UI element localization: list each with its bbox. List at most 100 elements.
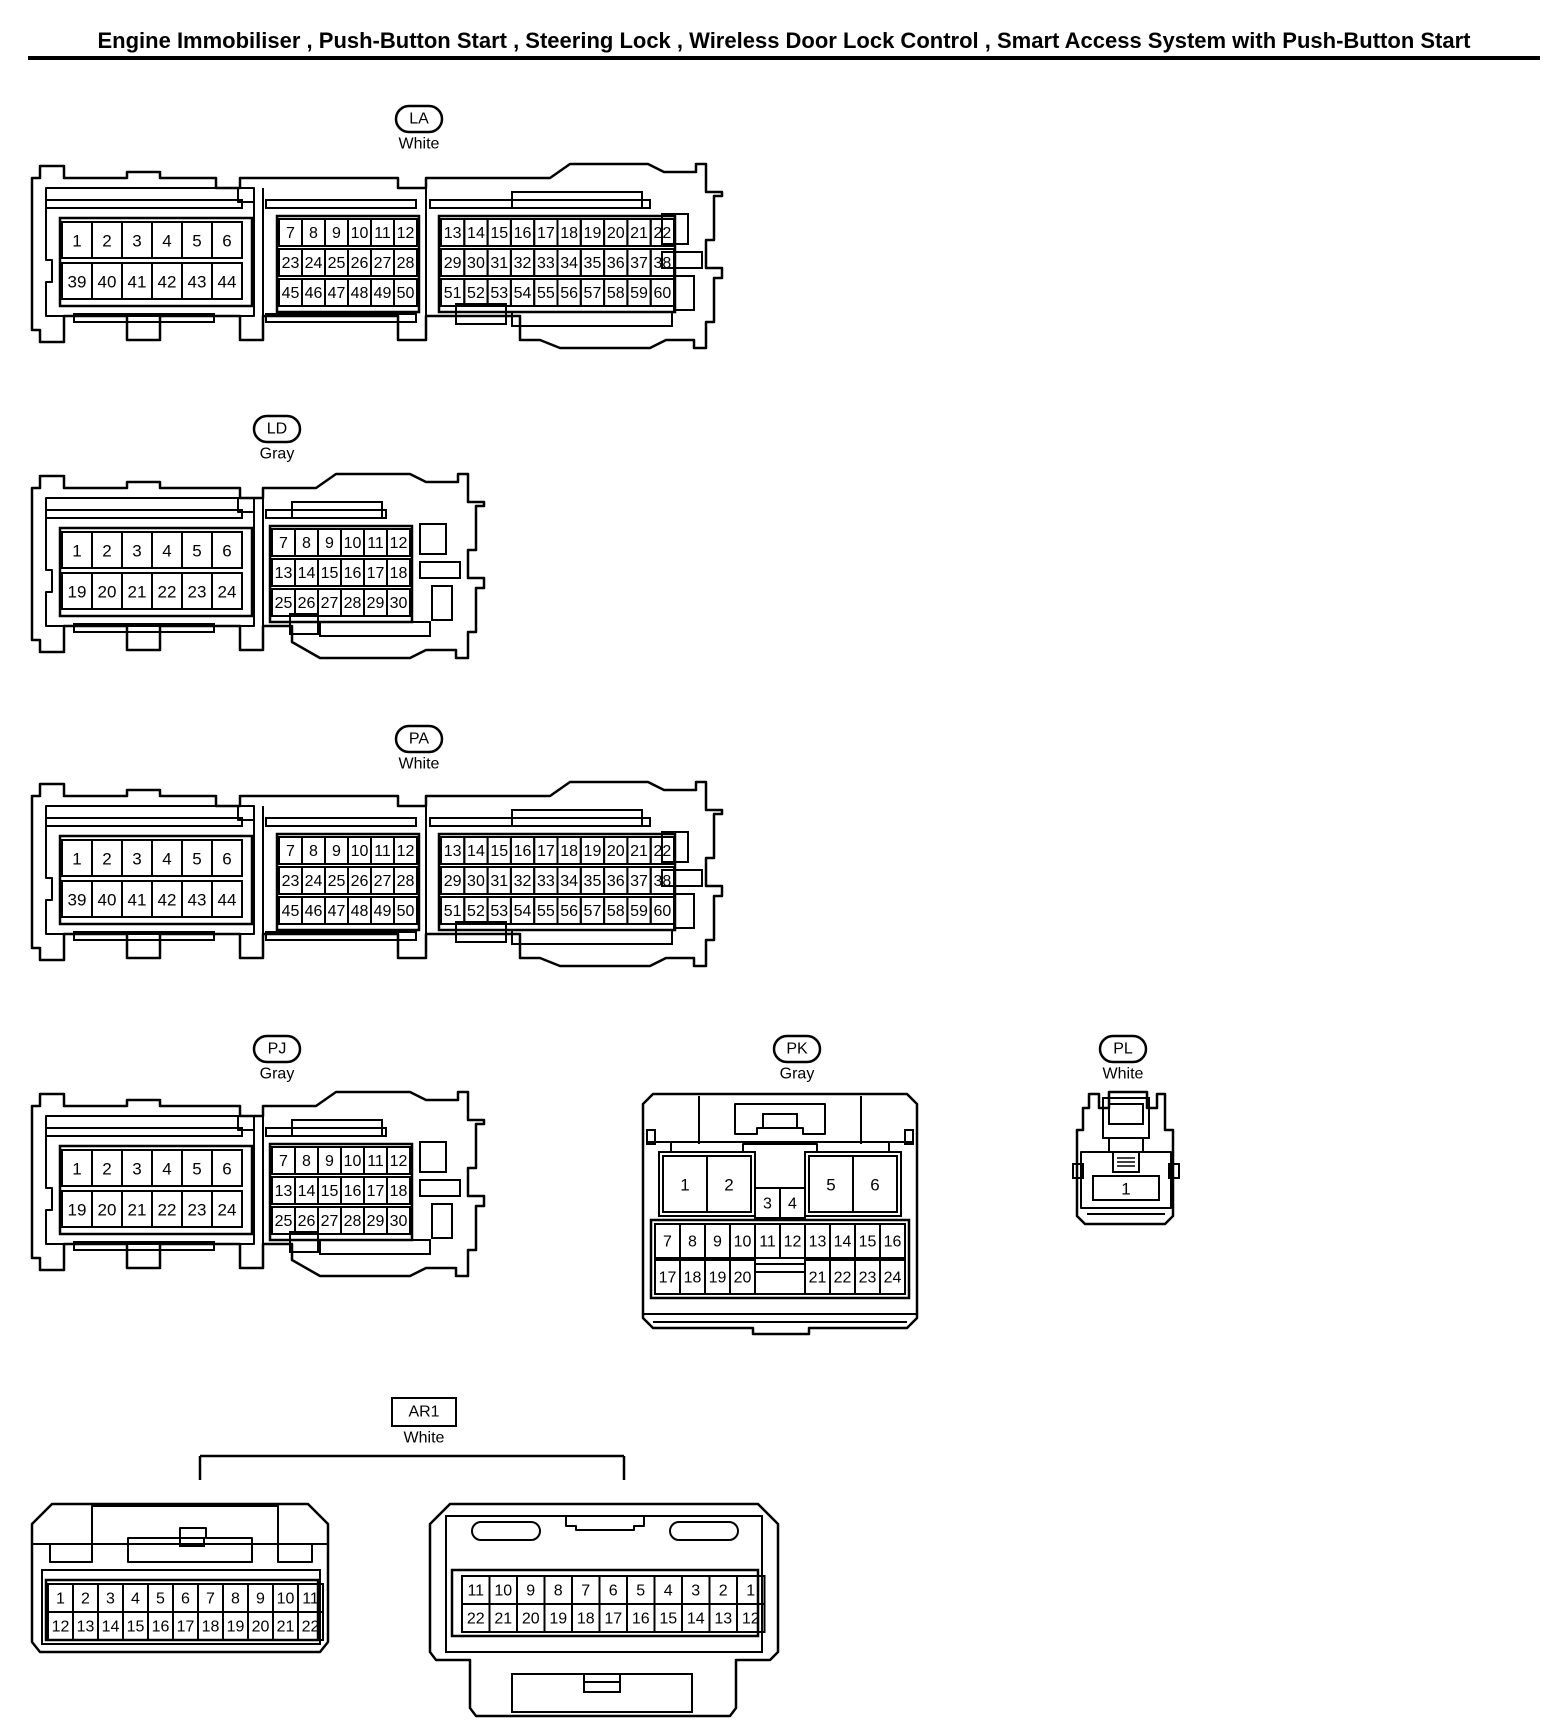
pin-number: 16 xyxy=(514,225,532,242)
pin-number: 6 xyxy=(222,232,231,251)
pin-number: 18 xyxy=(684,1270,702,1287)
pin-5: 5 xyxy=(147,1583,174,1613)
pin-24: 24 xyxy=(301,866,326,895)
pin-number: 29 xyxy=(367,595,385,612)
pin-number: 53 xyxy=(490,903,508,920)
pin-cell xyxy=(393,278,418,307)
pin-49: 49 xyxy=(370,278,395,307)
pin-number: 17 xyxy=(537,225,555,242)
pin-number: 26 xyxy=(351,255,369,272)
pin-number: 22 xyxy=(653,843,671,860)
pin-12: 12 xyxy=(386,528,411,557)
pin-number: 52 xyxy=(467,285,485,302)
pin-16: 16 xyxy=(509,218,536,247)
pin-number: 23 xyxy=(188,583,207,602)
pin-number: 45 xyxy=(282,285,300,302)
pin-number: 2 xyxy=(724,1176,733,1195)
inner-frame xyxy=(45,1115,255,1245)
connector-code: PL xyxy=(1113,1041,1133,1058)
pin-18: 18 xyxy=(197,1611,224,1641)
pin-number: 12 xyxy=(390,535,408,552)
pin-number: 13 xyxy=(809,1234,827,1251)
pin-number: 12 xyxy=(397,843,415,860)
pin-18: 18 xyxy=(571,1603,601,1633)
pin-number: 21 xyxy=(128,583,147,602)
lock-window xyxy=(431,585,453,621)
pin-number: 9 xyxy=(325,535,334,552)
pin-11: 11 xyxy=(370,218,395,247)
pin-43: 43 xyxy=(181,262,213,300)
pin-37: 37 xyxy=(626,248,652,277)
pin-12: 12 xyxy=(736,1603,766,1633)
pin-25: 25 xyxy=(324,866,349,895)
pin-56: 56 xyxy=(556,278,582,307)
pin-cell xyxy=(779,1187,806,1219)
pin-2: 2 xyxy=(91,1149,123,1187)
connector-code: PK xyxy=(786,1041,808,1058)
pin-cell xyxy=(211,839,243,877)
pin-number: 9 xyxy=(332,225,341,242)
pin-number: 7 xyxy=(279,535,288,552)
pin-15: 15 xyxy=(317,558,342,587)
pin-number: 6 xyxy=(870,1176,879,1195)
pin-7: 7 xyxy=(654,1223,681,1259)
pin-number: 34 xyxy=(560,873,578,890)
pin-cell xyxy=(297,1611,324,1641)
pin-number: 3 xyxy=(132,850,141,869)
pin-28: 28 xyxy=(340,1206,365,1235)
pin-1: 1 xyxy=(61,839,93,877)
pin-35: 35 xyxy=(579,248,606,277)
pin-number: 8 xyxy=(231,1591,240,1608)
pin-39: 39 xyxy=(61,262,93,300)
pin-4: 4 xyxy=(151,839,183,877)
pin-27: 27 xyxy=(317,1206,342,1235)
pin-23: 23 xyxy=(278,866,303,895)
pin-cell xyxy=(386,1206,411,1235)
pin-cell xyxy=(393,896,418,925)
pin-10: 10 xyxy=(729,1223,756,1259)
pin-18: 18 xyxy=(386,558,411,587)
pin-28: 28 xyxy=(340,588,365,617)
pin-13: 13 xyxy=(271,1176,296,1205)
pin-number: 15 xyxy=(490,843,508,860)
pin-number: 57 xyxy=(584,285,602,302)
pin-number: 5 xyxy=(156,1591,165,1608)
ar1-bracket xyxy=(198,1454,626,1480)
connector-code-badge xyxy=(394,724,444,754)
pin-number: 23 xyxy=(282,873,300,890)
pin-8: 8 xyxy=(294,528,319,557)
pin-40: 40 xyxy=(91,262,123,300)
pin-54: 54 xyxy=(509,278,536,307)
pin-number: 2 xyxy=(719,1583,728,1600)
pin-number: 6 xyxy=(609,1583,618,1600)
pin-number: 2 xyxy=(102,542,111,561)
pin-number: 22 xyxy=(158,1201,177,1220)
pin-number: 4 xyxy=(162,1160,171,1179)
pin-27: 27 xyxy=(370,248,395,277)
pin-44: 44 xyxy=(211,262,243,300)
pin-number: 7 xyxy=(279,1153,288,1170)
pin-number: 13 xyxy=(77,1619,95,1636)
pin-52: 52 xyxy=(463,278,489,307)
pin-3: 3 xyxy=(121,221,153,259)
pin-number: 21 xyxy=(277,1619,295,1636)
pin-19: 19 xyxy=(579,218,606,247)
pin-number: 26 xyxy=(298,1213,316,1230)
pin-number: 60 xyxy=(653,903,671,920)
pin-32: 32 xyxy=(509,248,536,277)
pin-number: 15 xyxy=(659,1611,677,1628)
pin-cell xyxy=(736,1603,766,1633)
pin-14: 14 xyxy=(829,1223,856,1259)
pin-5: 5 xyxy=(626,1575,656,1605)
pin-21: 21 xyxy=(626,836,652,865)
pin-30: 30 xyxy=(386,1206,411,1235)
pin-5: 5 xyxy=(181,221,213,259)
pin-cell xyxy=(649,866,676,895)
pin-cell xyxy=(386,1176,411,1205)
pin-number: 3 xyxy=(763,1196,772,1213)
pin-33: 33 xyxy=(533,866,559,895)
